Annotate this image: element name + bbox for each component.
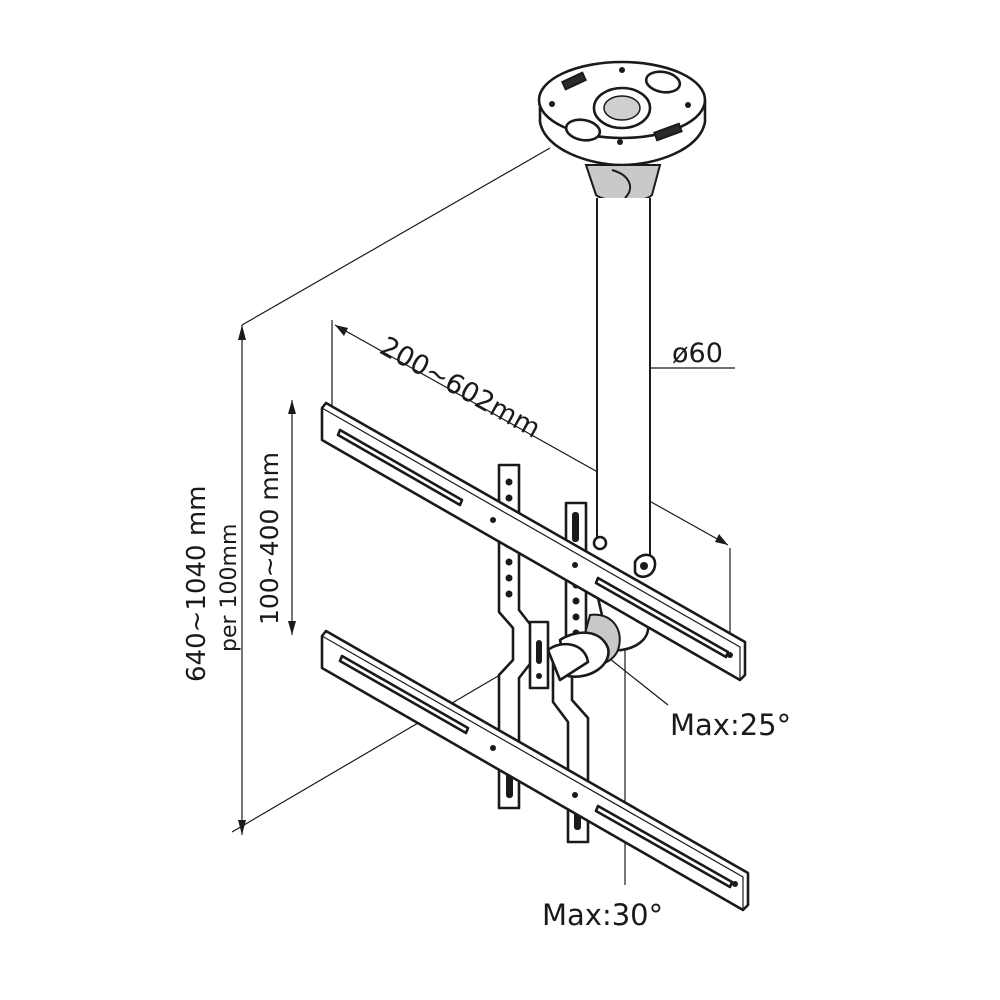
top-rail-slot bbox=[594, 576, 730, 659]
width-dimension-line bbox=[334, 324, 729, 546]
bottom-rail bbox=[320, 629, 750, 912]
center-hole-inner bbox=[603, 95, 641, 121]
width-range-label: 200~602mm bbox=[375, 331, 546, 445]
mount-slot bbox=[561, 71, 587, 91]
height-extension-top bbox=[241, 147, 551, 326]
vesa-height-label: 100~400 mm bbox=[255, 452, 284, 625]
screw-hole bbox=[619, 67, 625, 73]
arrow-icon bbox=[238, 325, 246, 340]
height-extension-bottom bbox=[231, 671, 506, 833]
bottom-rail-slot bbox=[594, 804, 734, 889]
top-rail-slot bbox=[336, 428, 464, 507]
tilt-max-label: Max:25° bbox=[670, 708, 791, 742]
height-range-label: 640~1040 mm bbox=[182, 486, 212, 683]
screw-hole bbox=[549, 101, 555, 107]
arrow-icon bbox=[335, 325, 348, 336]
oval-slot bbox=[644, 70, 682, 94]
mount-slot bbox=[653, 122, 683, 142]
height-step-label: per 100mm bbox=[217, 524, 242, 652]
pole-diameter-label: ø60 bbox=[672, 338, 723, 369]
swivel-max-label: Max:30° bbox=[542, 898, 663, 932]
top-rail-body bbox=[320, 401, 747, 682]
arrow-icon bbox=[288, 621, 296, 635]
arrow-icon bbox=[715, 534, 728, 545]
tilt-leader-line bbox=[604, 654, 669, 706]
arrow-icon bbox=[288, 400, 296, 414]
center-adapter bbox=[528, 620, 550, 690]
arrow-icon bbox=[238, 820, 246, 835]
screw-hole bbox=[685, 102, 691, 108]
pole bbox=[596, 198, 651, 560]
adapter-arm-left bbox=[497, 463, 535, 810]
oval-slot bbox=[564, 118, 602, 142]
clamp-bolt bbox=[592, 535, 608, 551]
ceiling-plate bbox=[537, 60, 707, 202]
plate-collar bbox=[584, 164, 662, 202]
bottom-rail-slot bbox=[338, 654, 470, 735]
screw-hole bbox=[617, 139, 623, 145]
top-rail bbox=[320, 401, 747, 682]
bottom-rail-body bbox=[320, 629, 750, 912]
